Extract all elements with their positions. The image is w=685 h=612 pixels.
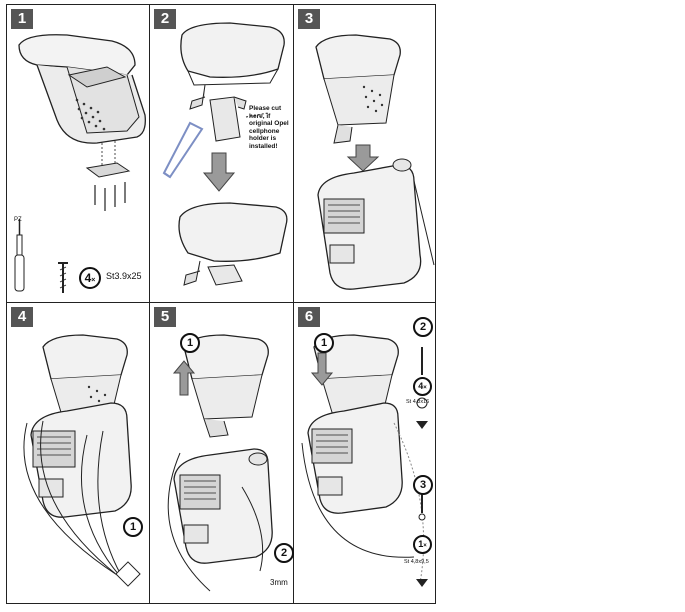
step-number-badge: 2 (154, 9, 176, 29)
quantity-value: 1 (418, 539, 424, 549)
step-number-badge: 3 (298, 9, 320, 29)
quantity-badge: 4× (79, 267, 101, 289)
final-fixing-illustration (301, 334, 428, 587)
callout-number-badge: 2 (274, 543, 294, 563)
grid-divider (149, 5, 150, 603)
armrest-underside-illustration (14, 34, 146, 293)
quantity-multiplier: × (423, 385, 427, 391)
quantity-value: 4 (418, 381, 424, 391)
step-number-badge: 4 (11, 307, 33, 327)
step-panel-3: 3 (294, 5, 437, 302)
quantity-multiplier: × (91, 277, 96, 284)
callout-number-badge: 1 (314, 333, 334, 353)
quantity-multiplier: × (423, 543, 427, 549)
step-panel-6: 6 1 2 4× St 4,8x16 3 (294, 303, 437, 605)
screw-spec-label: St 4,8x9,5 (404, 559, 429, 565)
instruction-sheet: 1 (6, 4, 436, 604)
callout-number-badge: 3 (413, 475, 433, 495)
grid-divider (293, 5, 294, 603)
grid-divider (7, 302, 435, 303)
step-panel-4: 4 1 (7, 303, 149, 605)
step-number-badge: 1 (11, 9, 33, 29)
screw-spec-label: St3.9x25 (106, 271, 142, 281)
callout-number-badge: 1 (180, 333, 200, 353)
step-panel-1: 1 (7, 5, 149, 302)
quantity-badge: 1× (413, 535, 432, 554)
cut-bracket-illustration (162, 22, 288, 286)
step-number-badge: 5 (154, 307, 176, 327)
bracket-adjust-illustration (167, 334, 273, 592)
quantity-value: 4 (84, 271, 92, 285)
hex-key-size-label: 3mm (270, 578, 288, 587)
callout-number-badge: 2 (413, 317, 433, 337)
step-panel-5: 5 1 2 3mm (150, 303, 294, 605)
screw-spec-label: St 4,8x16 (406, 399, 430, 405)
quantity-badge: 4× (413, 377, 432, 396)
armrest-mount-illustration (315, 34, 435, 290)
step-number-badge: 6 (298, 307, 320, 327)
step-panel-2: 2 Please cut here, if original Opel cell… (150, 5, 293, 302)
callout-number-badge: 1 (123, 517, 143, 537)
screwdriver-type-label: PZ (14, 217, 22, 223)
cut-instruction-note: Please cut here, if original Opel cellph… (249, 105, 289, 150)
armrest-on-console-illustration (23, 334, 132, 576)
